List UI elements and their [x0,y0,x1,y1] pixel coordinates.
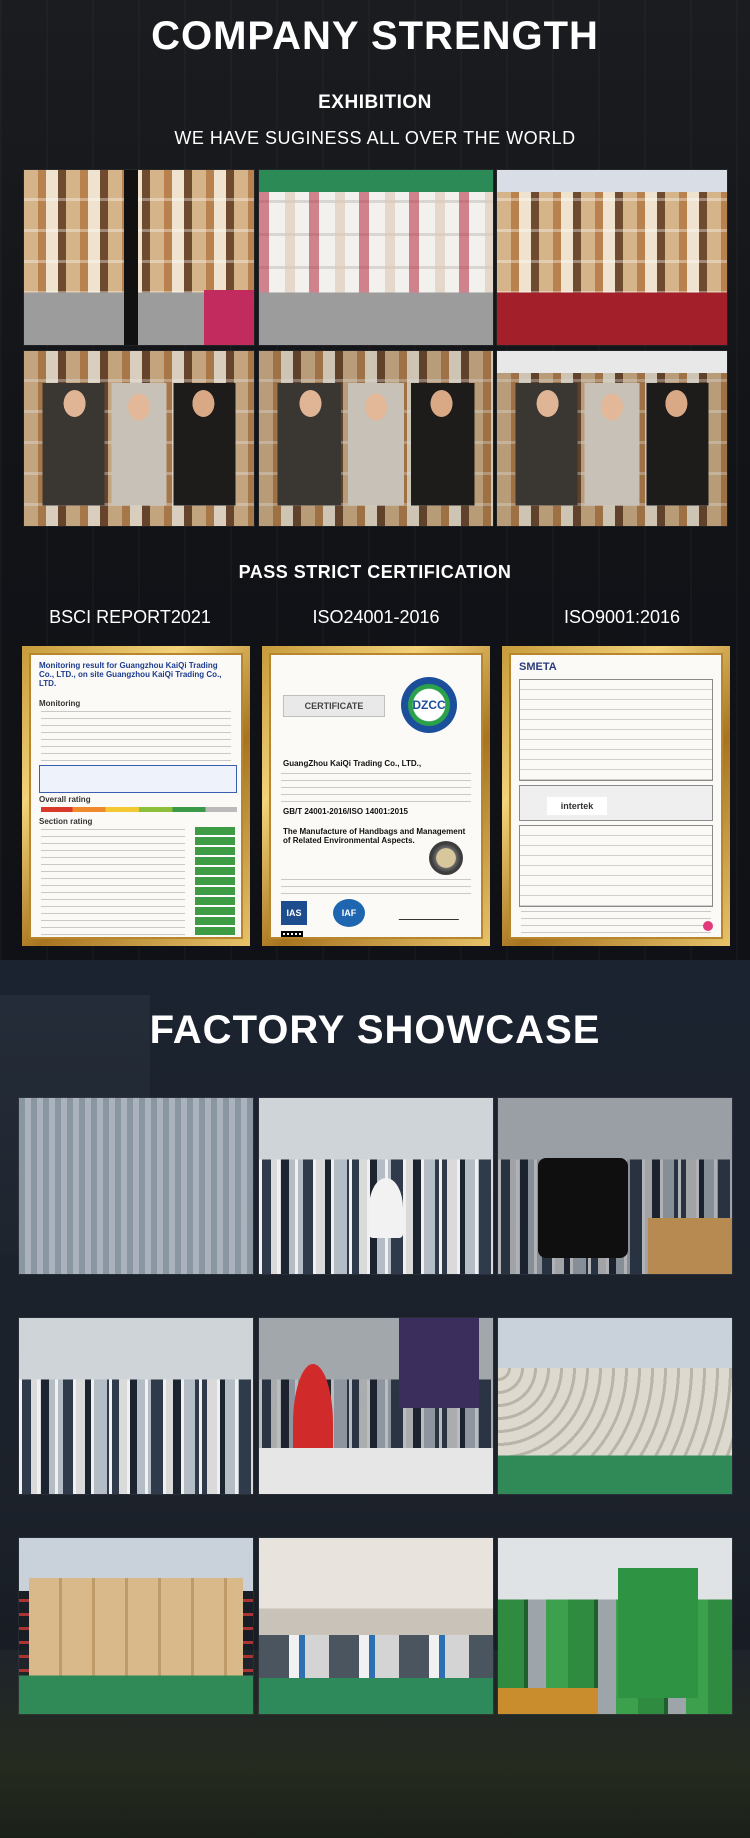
ias-badge-icon: IAS [281,901,307,925]
sewing-workshop-photo [258,1097,494,1275]
smeta-logo: SMETA [519,661,557,673]
worker-packing-photo [258,1317,494,1495]
intertek-logo: intertek [547,797,607,815]
bsci-doc-subtitle: Monitoring [39,699,81,708]
bsci-overall-rating: Overall rating [39,795,91,804]
bsci-doc-title: Monitoring result for Guangzhou KaiQi Tr… [39,661,222,689]
cert-label-bsci: BSCI REPORT2021 [49,607,211,627]
iso24001-scope: The Manufacture of Handbags and Manageme… [283,827,466,846]
smeta-audit-table [519,679,713,781]
exhibition-booth-photo [23,169,255,346]
exhibition-team-photo [258,350,494,527]
smeta-audit-conducted-table [519,825,713,907]
company-strength-title: COMPANY STRENGTH [151,14,599,58]
iso24001-doc-title: CERTIFICATE [283,695,385,717]
exhibition-subheading: WE HAVE SUGINESS ALL OVER THE WORLD [174,128,576,148]
qr-code-icon [281,931,303,937]
production-floor-photo [18,1317,254,1495]
office-photo [258,1537,494,1715]
smeta-dot-icon [703,921,713,931]
iso24001-standard: GB/T 24001-2016/ISO 14001:2015 [283,807,408,816]
cutting-machine-photo [497,1537,733,1715]
fabric-warehouse-photo [497,1317,733,1495]
factory-aerial-photo [18,1097,254,1275]
iso9001-certificate-image: SMETA intertek [502,646,730,946]
dzcc-seal-icon: DZCC [401,677,457,733]
bsci-section-rating: Section rating [39,817,93,826]
exhibition-booth-photo [258,169,494,346]
cert-label-iso24001: ISO24001-2016 [312,607,440,627]
bag-inspection-photo [497,1097,733,1275]
iaf-badge-icon: IAF [333,899,365,927]
carton-warehouse-photo [18,1537,254,1715]
cert-label-iso9001: ISO9001:2016 [563,607,681,627]
bsci-certificate-image: Monitoring result for Guangzhou KaiQi Tr… [22,646,250,946]
exhibition-booth-photo [496,169,728,346]
exhibition-heading: EXHIBITION [318,92,432,113]
factory-showcase-title: FACTORY SHOWCASE [149,1008,601,1052]
iso24001-certificate-image: CERTIFICATE DZCC GuangZhou KaiQi Trading… [262,646,490,946]
gold-seal-icon [429,841,463,875]
certification-heading: PASS STRICT CERTIFICATION [238,562,512,582]
bsci-rating-bar [41,807,237,812]
signature-icon [398,907,464,920]
bsci-section-rating-column [195,827,235,935]
iso24001-company: GuangZhou KaiQi Trading Co., LTD., [283,759,422,768]
exhibition-team-photo [496,350,728,527]
bsci-notice-box [39,765,237,793]
exhibition-team-photo [23,350,255,527]
